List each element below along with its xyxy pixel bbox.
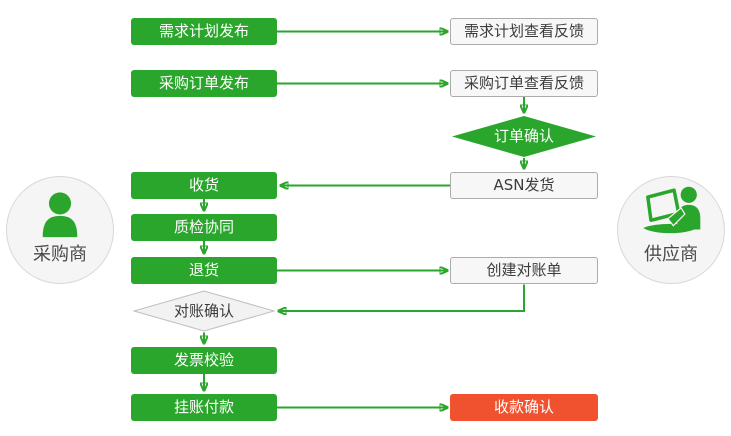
flow-step-po-publish: 采购订单发布	[131, 70, 277, 97]
flow-decision-statement-confirm: 对账确认	[133, 290, 275, 332]
actor-label: 采购商	[33, 244, 87, 265]
flow-step-label: 采购订单查看反馈	[463, 74, 584, 92]
flow-decision-order-confirm: 订单确认	[452, 116, 596, 157]
flow-step-po-feedback: 采购订单查看反馈	[450, 70, 598, 97]
flow-step-asn-ship: ASN发货	[450, 172, 598, 199]
flow-step-invoice-verify: 发票校验	[131, 347, 277, 374]
flow-step-payment-confirm: 收款确认	[450, 394, 598, 421]
flow-step-label: 订单确认	[493, 127, 554, 145]
flow-step-label: 发票校验	[173, 351, 234, 369]
flow-step-label: 退货	[188, 261, 219, 279]
flow-step-return-goods: 退货	[131, 257, 277, 284]
flow-step-label: 挂账付款	[173, 398, 234, 416]
actor-buyer: 采购商	[6, 176, 114, 284]
flow-step-demand-publish: 需求计划发布	[131, 18, 277, 45]
supplier-laptop-person-icon	[638, 186, 704, 238]
flow-step-label: 创建对账单	[486, 261, 562, 279]
flow-step-pending-payment: 挂账付款	[131, 394, 277, 421]
arrow-create-statement-to-statement-confirm	[278, 284, 525, 312]
actor-supplier: 供应商	[617, 176, 725, 284]
flow-step-label: ASN发货	[493, 176, 555, 194]
flow-step-quality-check: 质检协同	[131, 214, 277, 241]
flow-step-label: 收款确认	[493, 398, 554, 416]
flow-step-create-statement: 创建对账单	[450, 257, 598, 284]
flow-step-label: 采购订单发布	[158, 74, 249, 92]
flow-step-label: 需求计划发布	[158, 22, 249, 40]
actor-label: 供应商	[644, 244, 698, 265]
buyer-person-icon	[35, 186, 85, 238]
diamond-shape	[452, 116, 596, 157]
flow-step-label: 收货	[188, 176, 219, 194]
flow-step-demand-feedback: 需求计划查看反馈	[450, 18, 598, 45]
diamond-shape	[133, 290, 275, 332]
flow-step-label: 对账确认	[173, 301, 234, 320]
flow-step-receive: 收货	[131, 172, 277, 199]
flow-step-label: 质检协同	[173, 218, 234, 236]
flow-step-label: 需求计划查看反馈	[463, 22, 584, 40]
